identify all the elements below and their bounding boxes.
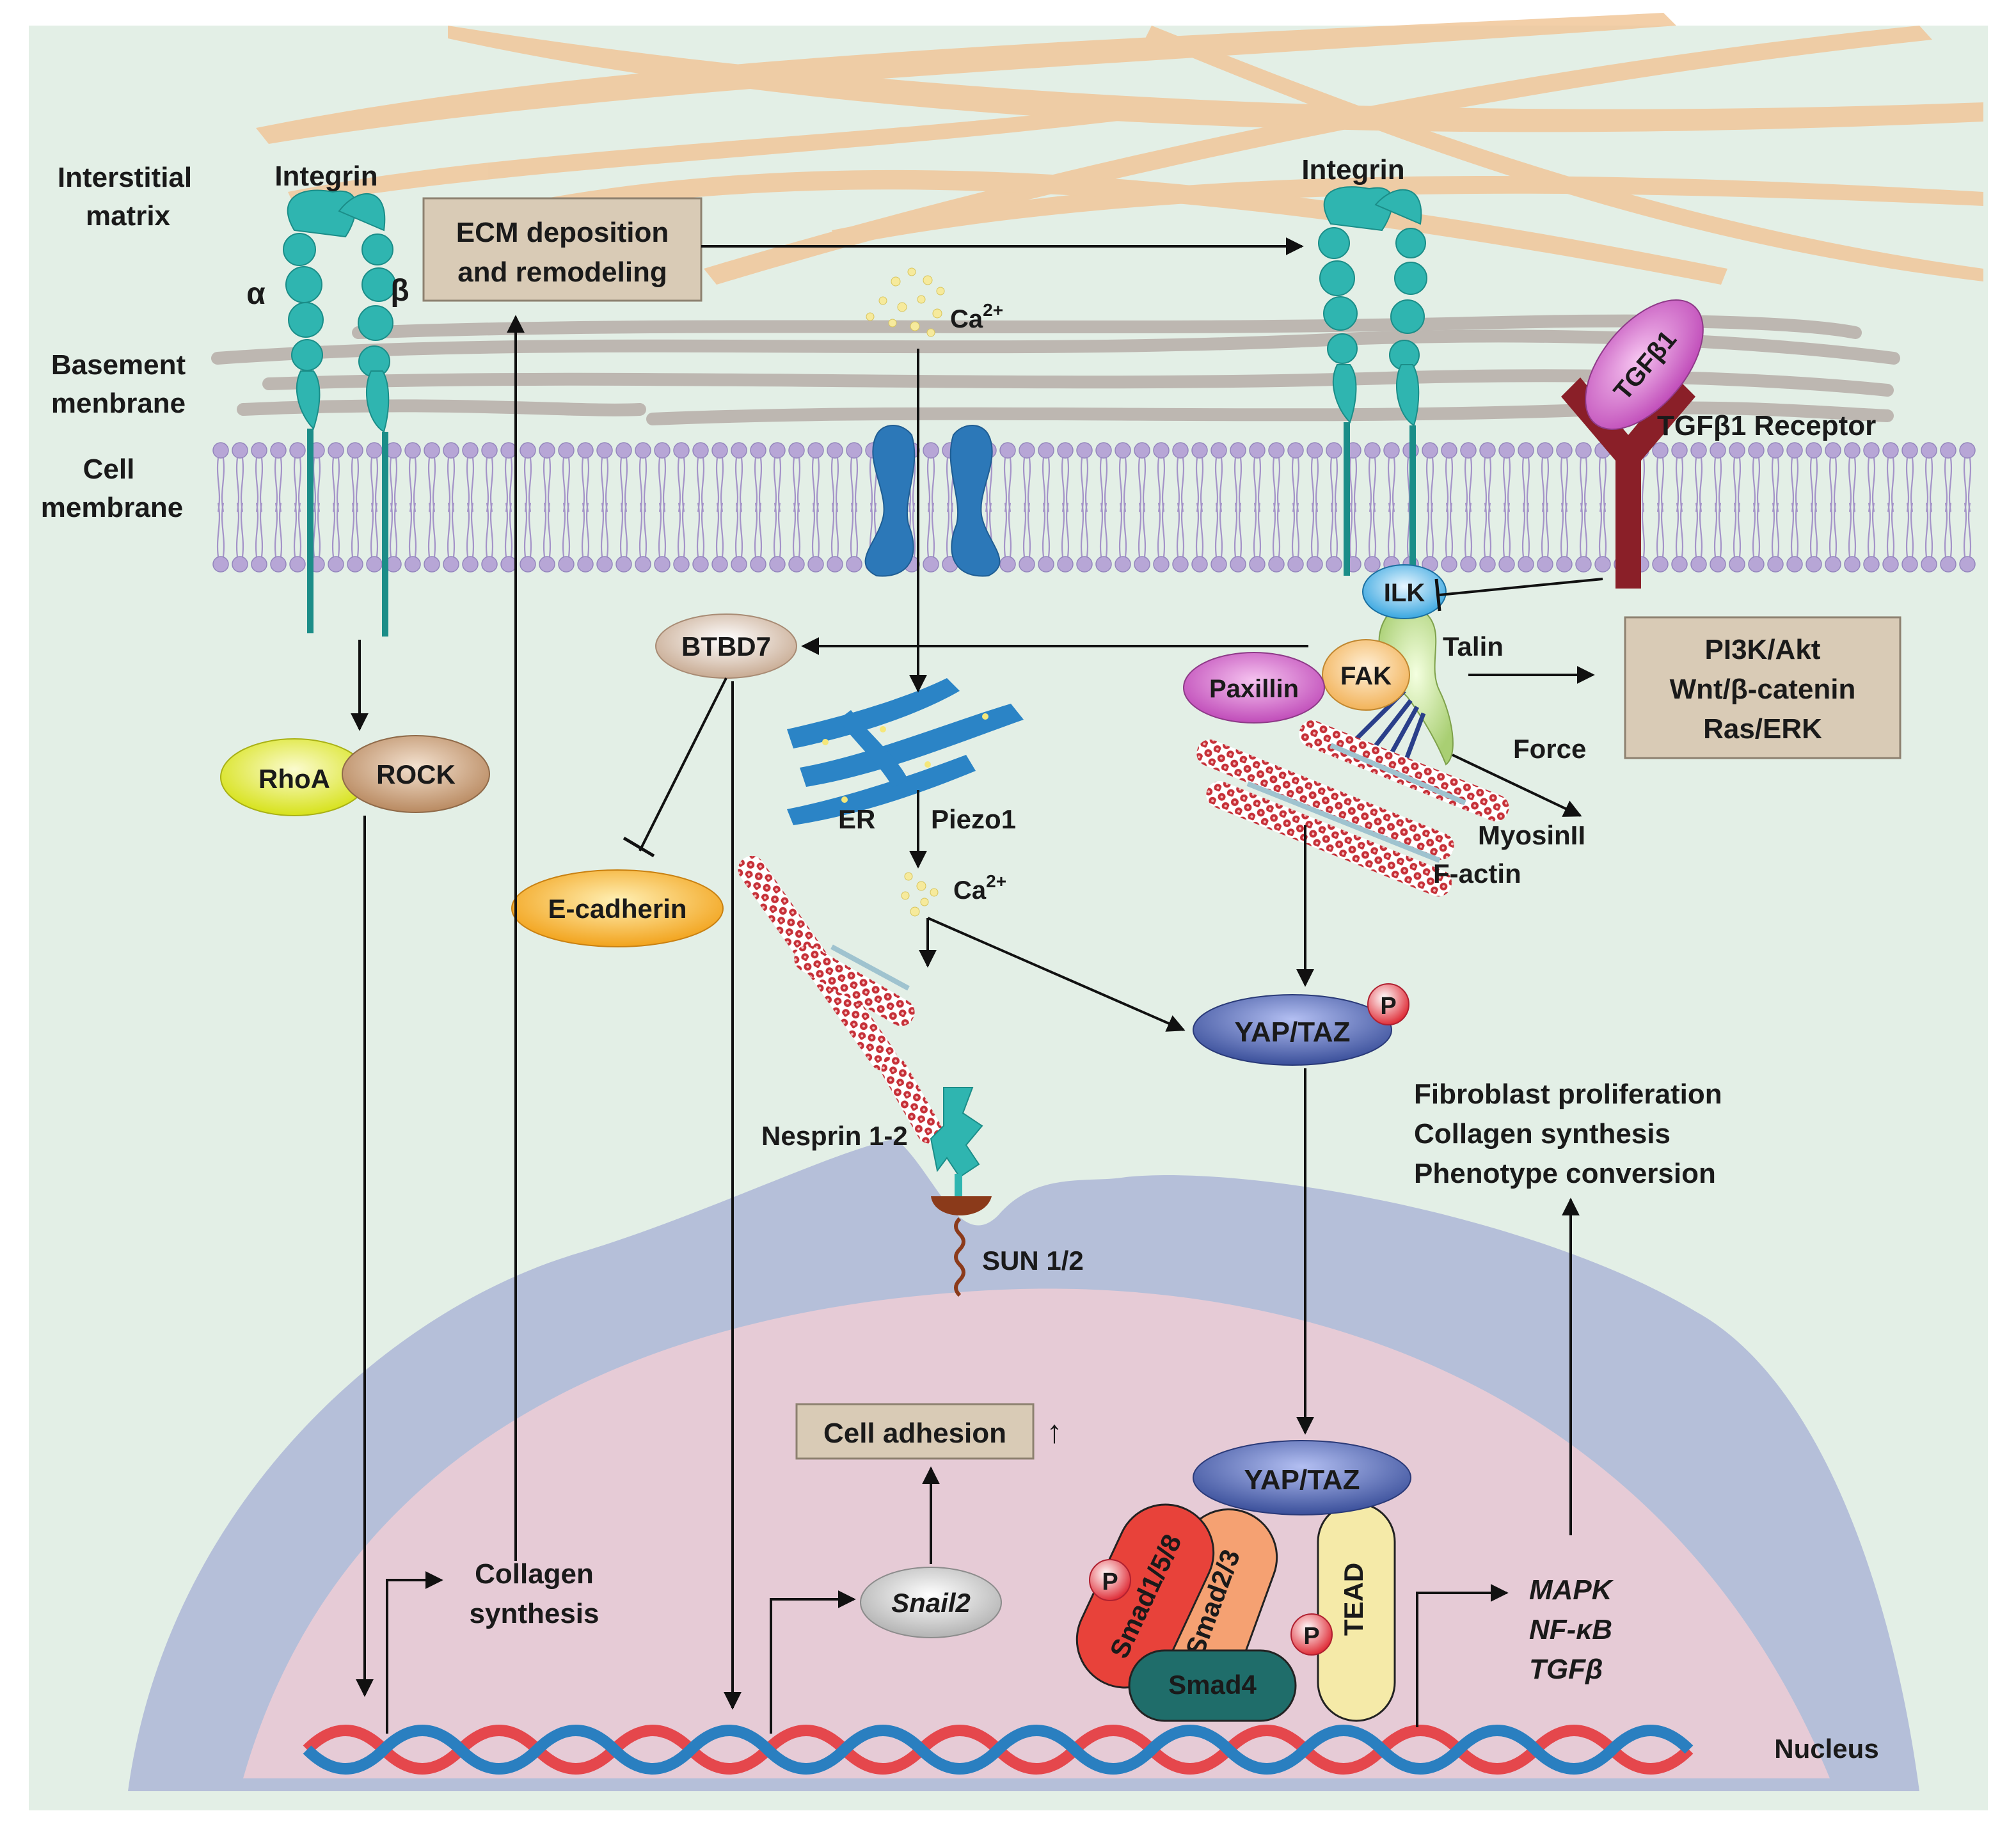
nucleus-label: Nucleus [1774,1734,1878,1764]
cell-adhesion-box: Cell adhesion ↑ [795,1403,1063,1460]
piezo1-label: Piezo1 [931,804,1016,834]
calcium-ions-top [866,267,945,337]
pathway-pi3k: PI3K/Akt [1705,634,1821,665]
cell-adhesion-up-arrow: ↑ [1047,1414,1063,1450]
interstitial-matrix-label-2: matrix [86,200,171,232]
piezo1-channel [864,425,1001,577]
integrin-right [1318,186,1427,579]
pathway-ras: Ras/ERK [1703,713,1822,745]
er-organelle [787,678,1024,825]
interstitial-matrix-fibers [256,13,1983,285]
dna-helix [303,1725,1694,1775]
arrow-ca-to-yaptaz [927,917,1186,1032]
phospho-badge-smad23 [1290,1613,1333,1656]
alpha-label: α [246,277,266,311]
inhibit-tgfbr-ilk [1439,578,1603,596]
outcome-collagen: Collagen synthesis [1414,1118,1671,1150]
linc-complex [930,1087,992,1297]
tgfb1-receptor-label: TGFβ1 Receptor [1657,410,1876,441]
calcium-mid-label: Ca2+ [953,871,1006,905]
yaptaz-nucleus-node [1193,1440,1411,1515]
ecadherin-node: E-cadherin [511,869,724,947]
cell-adhesion-label: Cell adhesion [823,1418,1006,1449]
basement-membrane-label-1: Basement [51,349,186,381]
rock-label: ROCK [376,759,456,789]
arrow-force [1452,754,1582,817]
rhoa-label: RhoA [258,764,330,794]
ecm-line-2: and remodeling [457,257,667,288]
inhibit-bar-ilk [1434,578,1441,612]
rhoa-rock-complex: RhoA ROCK [220,735,490,816]
cell-membrane-label-2: membrane [41,492,184,523]
phospho-label-smad158: P [1102,1569,1118,1595]
calcium-top-label: Ca2+ [950,300,1003,333]
focal-adhesion-complex: ILK FAK Paxillin [1183,564,1454,766]
arrow-dna-to-snail2 [770,1590,856,1734]
ilk-label: ILK [1384,579,1425,607]
collagen-label-2: synthesis [470,1598,599,1629]
gene-nfkb: NF-κB [1529,1614,1612,1645]
cell-membrane-label-1: Cell [83,454,135,485]
integrin-left [283,189,396,637]
outcome-phenotype: Phenotype conversion [1414,1158,1716,1189]
signaling-arrows [351,237,1603,1734]
tgfb1-ligand: TGFβ1 [1585,299,1704,430]
gene-mapk: MAPK [1529,1574,1614,1606]
phospho-label-yap: P [1380,993,1396,1020]
calcium-ions-mid [901,872,939,917]
integrin-right-label: Integrin [1301,154,1404,186]
snail2-label: Snail2 [891,1588,971,1618]
ilk-node [1362,564,1447,619]
paxillin-label: Paxillin [1209,675,1299,703]
smad4-shape [1128,1649,1297,1722]
arrow-dna-to-collagen [386,1571,443,1734]
inhibit-btbd7-ecadherin [639,677,727,851]
smad4-label: Smad4 [1168,1670,1257,1700]
factin-label: F-actin [1433,858,1521,889]
phospho-badge-smad158 [1089,1559,1131,1601]
pathway-wnt: Wnt/β-catenin [1670,674,1856,705]
yaptaz-cytoplasm-node: YAP/TAZ P [1193,983,1409,1066]
talin-label: Talin [1443,631,1504,661]
phospho-badge-yap [1367,983,1409,1025]
arrow-complex-to-genes [1416,1584,1509,1727]
ecm-deposition-box: ECM deposition and remodeling [422,197,702,302]
sun-label: SUN 1/2 [982,1246,1084,1276]
nuclear-transcription-complex: TEAD Smad2/3 Smad1/5/8 Smad4 YAP/TAZ P P [1075,1440,1411,1722]
actomyosin-bundle [1196,720,1509,897]
perinuclear-actin [738,855,942,1144]
er-label: ER [838,804,875,834]
ecadherin-label: E-cadherin [548,894,687,924]
paxillin-node [1183,652,1325,724]
btbd7-node: BTBD7 [655,613,797,679]
fak-node [1322,639,1410,711]
outcome-proliferation: Fibroblast proliferation [1414,1079,1722,1110]
phospho-label-smad23: P [1303,1623,1319,1650]
basement-membrane-label-2: menbrane [51,388,186,419]
force-label: Force [1513,734,1586,764]
collagen-label-1: Collagen [475,1558,594,1590]
cell-membrane-bilayer [211,440,1977,574]
pathways-box: PI3K/Akt Wnt/β-catenin Ras/ERK [1624,616,1901,759]
ecm-line-1: ECM deposition [456,217,669,248]
tgfb1-receptor [1561,377,1695,589]
fak-label: FAK [1340,662,1392,690]
btbd7-label: BTBD7 [681,631,771,661]
gene-tgfb: TGFβ [1529,1654,1603,1685]
integrin-left-label: Integrin [274,161,377,192]
myosin-label: MyosinII [1478,820,1585,850]
beta-label: β [390,274,409,308]
yaptaz-nucleus-label: YAP/TAZ [1244,1464,1360,1496]
inhibit-bar-ecadherin [623,836,655,858]
snail2-node: Snail2 [860,1567,1002,1638]
interstitial-matrix-label-1: Interstitial [58,162,192,193]
tead-label: TEAD [1338,1563,1369,1636]
nesprin-label: Nesprin 1-2 [761,1121,908,1151]
nucleus-envelope [128,1139,1919,1791]
yaptaz-cyto-label: YAP/TAZ [1235,1016,1351,1048]
